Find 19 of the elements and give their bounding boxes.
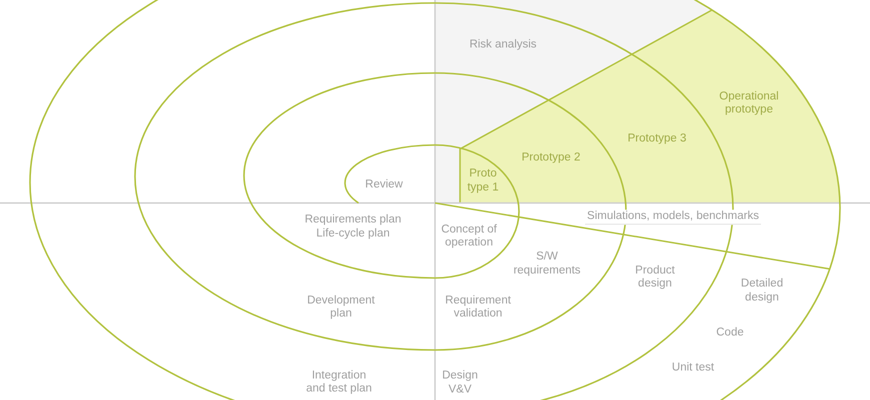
activity-label: Detailed design — [740, 278, 784, 304]
activity-label: Prototype 3 — [628, 132, 686, 146]
activity-label: Unit test — [672, 361, 714, 375]
activity-label: Prototype 2 — [522, 151, 580, 165]
activity-label: Operational prototype — [718, 90, 780, 117]
activity-label: Life-cycle plan — [316, 227, 390, 241]
activity-label: S/W requirements — [512, 250, 582, 278]
activity-label: Review — [365, 178, 403, 192]
activity-label: Requirements plan — [304, 213, 402, 227]
activity-label: Development plan — [306, 294, 376, 321]
activity-label: Product design — [634, 264, 676, 291]
activity-label: Concept of operation — [440, 223, 498, 250]
activity-label: Requirement validation — [444, 294, 512, 321]
activity-label: Simulations, models, benchmarks — [585, 210, 761, 224]
activity-label: Design V&V — [441, 370, 479, 396]
activity-label: Integration and test plan — [305, 369, 373, 396]
activity-label: Code — [716, 326, 744, 340]
activity-label: Risk analysis — [469, 38, 537, 52]
activity-label: Proto type 1 — [466, 168, 500, 194]
